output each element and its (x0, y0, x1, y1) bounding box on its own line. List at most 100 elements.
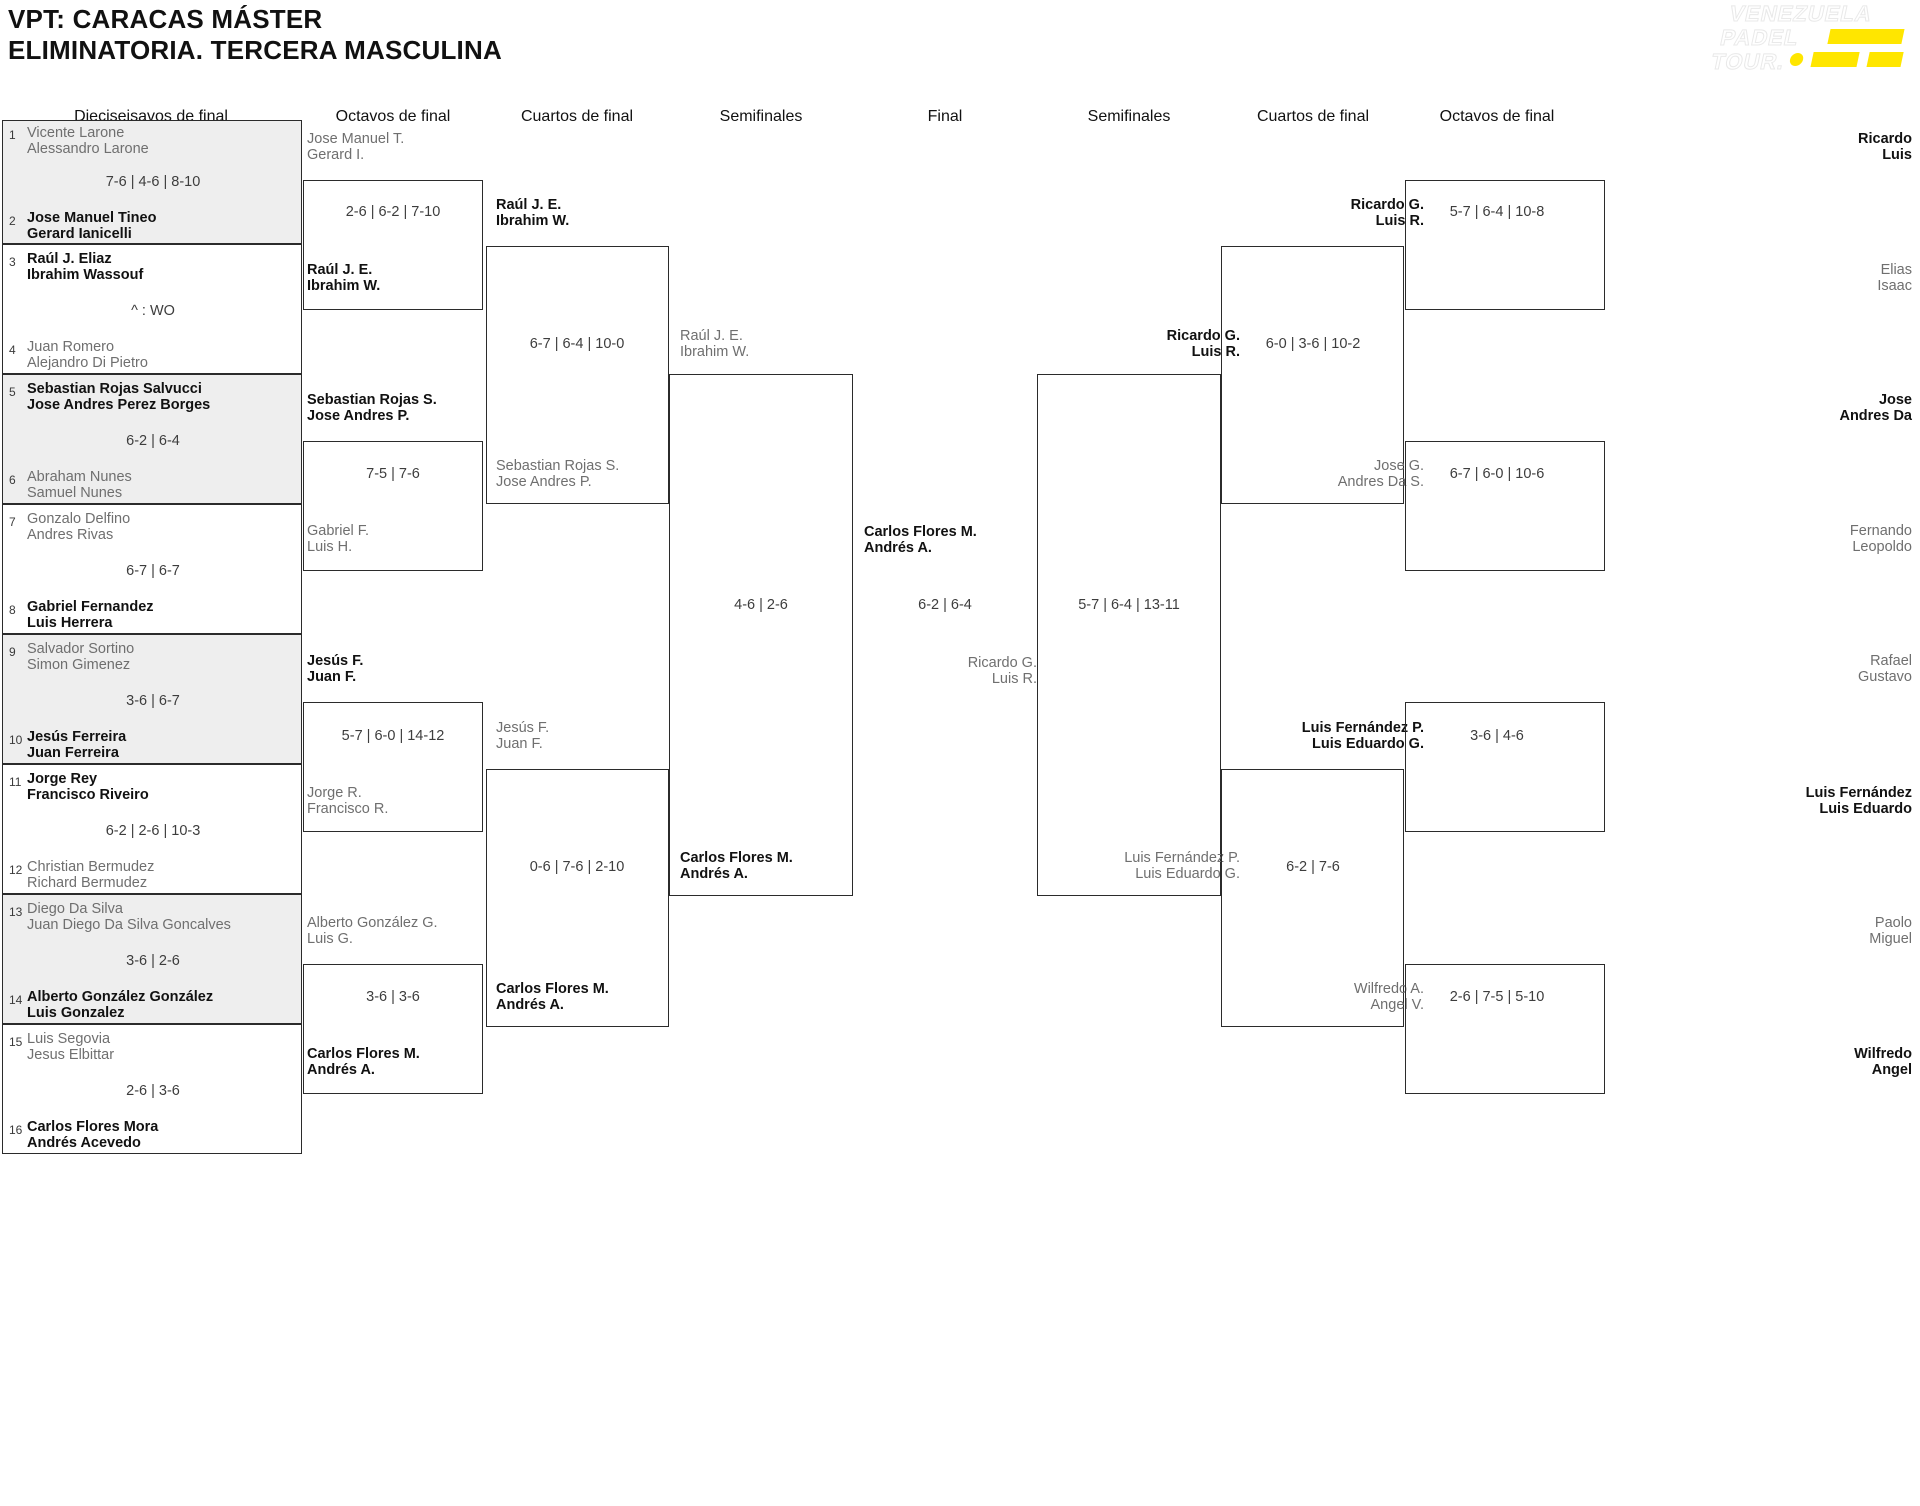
octavos-left-m2-box[interactable] (303, 441, 483, 571)
octavos-right-m3-box[interactable] (1405, 702, 1605, 832)
r32-match-1[interactable]: 1 Vicente Larone Alessandro Larone 7-6 |… (2, 120, 302, 244)
player-name: Alberto González González (27, 989, 214, 1005)
octavos-right-m1-bot-p2: Isaac (1877, 278, 1912, 294)
r32-match-2[interactable]: 3 Raúl J. Eliaz Ibrahim Wassouf ^ : WO 4… (2, 244, 302, 374)
round-header-final: Final (927, 108, 963, 125)
player-name: Abraham Nunes (27, 469, 132, 485)
octavos-right-m3-score: 3-6 | 4-6 (1470, 728, 1524, 744)
cuartos-right-q2-bot-p2: Angel V. (1370, 997, 1424, 1013)
cuartos-left-q2-box[interactable] (486, 769, 669, 1027)
cuartos-right-q1-box[interactable] (1221, 246, 1404, 504)
cuartos-left-q1-top-p2: Ibrahim W. (496, 213, 570, 229)
octavos-right-m2-score: 6-7 | 6-0 | 10-6 (1449, 466, 1545, 482)
octavos-right-m3-bot-p1: Luis Fernández (1805, 785, 1912, 801)
octavos-right-m1-box[interactable] (1405, 180, 1605, 310)
player-name: Sebastian Rojas Salvucci (27, 381, 202, 397)
player-name: Juan Diego Da Silva Goncalves (27, 917, 231, 933)
title-line-2: ELIMINATORIA. TERCERA MASCULINA (8, 34, 502, 65)
player-name: Jose Manuel Tineo (27, 210, 157, 226)
round-header-octavos-right: Octavos de final (1439, 108, 1555, 125)
octavos-right-m2-top-p2: Andres Da (1839, 408, 1912, 424)
semifinal-left-bot-p2: Andrés A. (680, 866, 748, 882)
cuartos-left-q2-bot-p2: Andrés A. (496, 997, 564, 1013)
seed-number: 9 (9, 645, 16, 659)
cuartos-left-q1-top-p1: Raúl J. E. (496, 197, 562, 213)
octavos-left-m2-bot-p1: Gabriel F. (307, 523, 370, 539)
octavos-left-m1-bot-p1: Raúl J. E. (307, 262, 373, 278)
octavos-left-m4-box[interactable] (303, 964, 483, 1094)
seed-number: 4 (9, 343, 16, 357)
final-right-p2: Luis R. (991, 671, 1037, 687)
cuartos-left-q1-box[interactable] (486, 246, 669, 504)
octavos-left-m1-top-p1: Jose Manuel T. (307, 131, 405, 147)
octavos-right-m4-score: 2-6 | 7-5 | 5-10 (1449, 989, 1545, 1005)
octavos-left-m1-box[interactable] (303, 180, 483, 310)
octavos-right-m4-box[interactable] (1405, 964, 1605, 1094)
octavos-left-m1-top-p2: Gerard I. (307, 147, 365, 163)
seed-number: 6 (9, 473, 16, 487)
octavos-right-m2-box[interactable] (1405, 441, 1605, 571)
r32-match-3[interactable]: 5 Sebastian Rojas Salvucci Jose Andres P… (2, 374, 302, 504)
final-left-p1: Carlos Flores M. (864, 524, 977, 540)
r32-match-6[interactable]: 11 Jorge Rey Francisco Riveiro 6-2 | 2-6… (2, 764, 302, 894)
seed-number: 7 (9, 515, 16, 529)
seed-number: 16 (9, 1123, 23, 1137)
octavos-left-m2-score: 7-5 | 7-6 (366, 466, 420, 482)
semifinal-right-bot-p2: Luis Eduardo G. (1135, 866, 1240, 882)
semifinal-right-box[interactable] (1037, 374, 1221, 896)
round-header-octavos-left: Octavos de final (335, 108, 451, 125)
player-name: Francisco Riveiro (27, 787, 149, 803)
cuartos-right-q2-box[interactable] (1221, 769, 1404, 1027)
octavos-left-m4-bot-p2: Andrés A. (307, 1062, 375, 1078)
octavos-left-m3-score: 5-7 | 6-0 | 14-12 (341, 728, 445, 744)
cuartos-left-q2-bot-p1: Carlos Flores M. (496, 981, 609, 997)
logo-bar-1 (1827, 29, 1905, 44)
r32-match-5[interactable]: 9 Salvador Sortino Simon Gimenez 3-6 | 6… (2, 634, 302, 764)
cuartos-right-q2-bot-p1: Wilfredo A. (1353, 981, 1424, 997)
octavos-left-m1-bot-p2: Ibrahim W. (307, 278, 381, 294)
logo-line-2: PADEL (1718, 25, 1802, 51)
logo-bar-3 (1866, 52, 1904, 67)
cuartos-right-q1-bot-p2: Andres Da S. (1337, 474, 1424, 490)
r32-match-8[interactable]: 15 Luis Segovia Jesus Elbittar 2-6 | 3-6… (2, 1024, 302, 1154)
final-left-p2: Andrés A. (864, 540, 932, 556)
seed-number: 15 (9, 1035, 23, 1049)
match-score: 7-6 | 4-6 | 8-10 (105, 174, 201, 190)
octavos-left-m2-bot-p2: Luis H. (307, 539, 353, 555)
semifinal-right-score: 5-7 | 6-4 | 13-11 (1078, 597, 1180, 613)
player-name: Jose Andres Perez Borges (27, 397, 211, 413)
player-name: Luis Segovia (27, 1031, 111, 1047)
octavos-right-m1-bot-p1: Elias (1880, 262, 1912, 278)
semifinal-left-top-p1: Raúl J. E. (680, 328, 743, 344)
octavos-right-m3-top-p2: Gustavo (1858, 669, 1912, 685)
match-score: 3-6 | 6-7 (126, 693, 180, 709)
player-name: Jesus Elbittar (27, 1047, 115, 1063)
octavos-left-m4-bot-p1: Carlos Flores M. (307, 1046, 420, 1062)
r32-match-4[interactable]: 7 Gonzalo Delfino Andres Rivas 6-7 | 6-7… (2, 504, 302, 634)
match-score: 3-6 | 2-6 (126, 953, 180, 969)
round-header-semifinales-left: Semifinales (719, 108, 803, 125)
octavos-left-m3-bot-p2: Francisco R. (307, 801, 389, 817)
octavos-left-m3-box[interactable] (303, 702, 483, 832)
octavos-left-m2-top-p2: Jose Andres P. (307, 408, 410, 424)
round-header-semifinales-right: Semifinales (1087, 108, 1171, 125)
seed-number: 1 (9, 128, 16, 142)
logo-bar-2 (1810, 52, 1860, 67)
cuartos-right-q1-top-p2: Luis R. (1375, 213, 1424, 229)
seed-number: 14 (9, 993, 23, 1007)
seed-number: 11 (9, 775, 22, 789)
semifinal-left-top-p2: Ibrahim W. (680, 344, 750, 360)
match-score: 6-2 | 6-4 (126, 433, 180, 449)
player-name: Gabriel Fernandez (27, 599, 154, 615)
seed-number: 13 (9, 905, 23, 919)
octavos-right-m4-top-p1: Paolo (1874, 915, 1912, 931)
semifinal-left-box[interactable] (669, 374, 853, 896)
player-name: Jorge Rey (27, 771, 98, 787)
r32-match-7[interactable]: 13 Diego Da Silva Juan Diego Da Silva Go… (2, 894, 302, 1024)
player-name: Alejandro Di Pietro (27, 355, 148, 371)
seed-number: 10 (9, 733, 23, 747)
match-score: 6-7 | 6-7 (126, 563, 180, 579)
player-name: Jesús Ferreira (27, 729, 127, 745)
cuartos-left-q2-top-p1: Jesús F. (496, 720, 550, 736)
player-name: Diego Da Silva (27, 901, 123, 917)
